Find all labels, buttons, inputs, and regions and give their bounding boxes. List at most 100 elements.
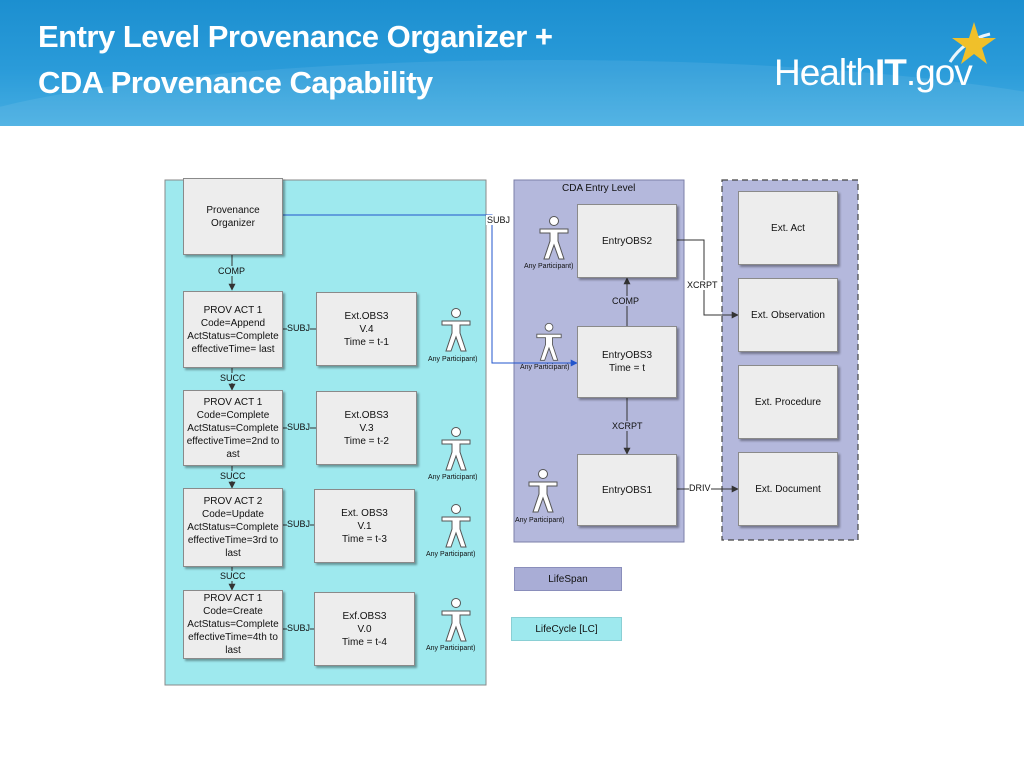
act-2-line-1: PROV ACT 1 bbox=[203, 396, 263, 408]
legend-lifecycle: LifeCycle [LC] bbox=[511, 617, 622, 641]
act-4-line-4: effectiveTime=4th to bbox=[188, 632, 278, 643]
participant-icon-3 bbox=[441, 504, 471, 548]
comp-label: COMP bbox=[218, 266, 245, 276]
succ-label-2: SUCC bbox=[220, 471, 246, 481]
legend-lifecycle-label: LifeCycle [LC] bbox=[535, 623, 598, 635]
logo-it: IT bbox=[874, 52, 907, 93]
middle-participant-label-1: Any Participant) bbox=[524, 263, 574, 270]
participant-label-2: Any Participant) bbox=[428, 474, 478, 481]
obs-2-line-1: Ext.OBS3 bbox=[344, 409, 389, 421]
act-3-line-2: Code=Update bbox=[202, 509, 264, 520]
healthit-logo: HealthIT.gov bbox=[774, 52, 973, 94]
act-4-line-5: last bbox=[225, 645, 241, 656]
organizer-line-1: Provenance bbox=[206, 204, 260, 216]
participant-icon-1 bbox=[441, 308, 471, 352]
slide-header: Entry Level Provenance Organizer + CDA P… bbox=[0, 0, 1024, 126]
entry-obs2-label: EntryOBS2 bbox=[601, 235, 653, 247]
ext-observation-label: Ext. Observation bbox=[751, 309, 825, 321]
obs-3-line-2: V.1 bbox=[357, 520, 372, 532]
entry-obs3-line-2: Time = t bbox=[608, 363, 646, 374]
driv-label: DRIV bbox=[689, 483, 711, 493]
act-3-line-5: last bbox=[225, 548, 241, 559]
obs-4-line-2: V.0 bbox=[357, 623, 372, 635]
entry-obs2-box: EntryOBS2 bbox=[577, 204, 677, 278]
ext-observation-box: Ext. Observation bbox=[738, 278, 838, 352]
logo-gov: .gov bbox=[905, 52, 973, 93]
cda-entry-level-title: CDA Entry Level bbox=[562, 183, 636, 194]
ext-document-box: Ext. Document bbox=[738, 452, 838, 526]
healthit-star-icon bbox=[948, 22, 996, 64]
act-3-line-4: effectiveTime=3rd to bbox=[187, 535, 279, 546]
participant-label-1: Any Participant) bbox=[428, 356, 478, 363]
subj-label-2: SUBJ bbox=[287, 422, 311, 432]
xcrpt-side-connector bbox=[677, 239, 739, 319]
ext-document-label: Ext. Document bbox=[755, 483, 821, 495]
act-3-line-3: ActStatus=Complete bbox=[187, 522, 279, 533]
obs-4-line-1: Exf.OBS3 bbox=[342, 610, 387, 622]
act-2-line-5: ast bbox=[226, 448, 240, 460]
subj-label-1: SUBJ bbox=[287, 323, 311, 333]
act-4-line-1: PROV ACT 1 bbox=[203, 593, 263, 604]
legend-lifespan: LifeSpan bbox=[514, 567, 622, 591]
middle-participant-icon-3 bbox=[528, 469, 558, 513]
obs-3-line-1: Ext. OBS3 bbox=[341, 507, 388, 519]
act-4-line-3: ActStatus=Complete bbox=[187, 619, 279, 630]
entry-obs1-box: EntryOBS1 bbox=[577, 454, 677, 526]
obs-3-line-3: Time = t-3 bbox=[342, 533, 387, 545]
participant-icon-4 bbox=[441, 598, 471, 642]
obs-4-line-3: Time = t-4 bbox=[342, 636, 387, 648]
xcrpt-side-label: XCRPT bbox=[687, 280, 718, 290]
subj-label-4: SUBJ bbox=[287, 623, 311, 633]
act-2-line-4: effectiveTime=2nd to bbox=[186, 435, 280, 447]
organizer-subj-connector bbox=[283, 214, 578, 367]
legend-lifespan-label: LifeSpan bbox=[548, 573, 588, 585]
act-2-line-2: Code=Complete bbox=[196, 409, 270, 421]
middle-participant-label-2: Any Participant) bbox=[520, 364, 570, 371]
participant-icon-2 bbox=[441, 427, 471, 471]
logo-health: Health bbox=[774, 52, 876, 93]
title-line-2: CDA Provenance Capability bbox=[38, 65, 433, 100]
middle-participant-label-3: Any Participant) bbox=[515, 517, 565, 524]
middle-participant-icon-2 bbox=[536, 322, 562, 361]
entry-obs3-line-1: EntryOBS3 bbox=[601, 350, 653, 361]
entry-obs1-label: EntryOBS1 bbox=[601, 484, 653, 496]
obs-2-line-3: Time = t-2 bbox=[344, 435, 389, 447]
act-1-line-3: ActStatus=Complete bbox=[187, 330, 279, 342]
ext-act-label: Ext. Act bbox=[771, 222, 805, 234]
succ-label-1: SUCC bbox=[220, 373, 246, 383]
ext-procedure-box: Ext. Procedure bbox=[738, 365, 838, 439]
middle-comp-label: COMP bbox=[612, 296, 639, 306]
obs-1-line-2: V.4 bbox=[359, 323, 374, 335]
ext-act-box: Ext. Act bbox=[738, 191, 838, 265]
obs-2-line-2: V.3 bbox=[359, 422, 374, 434]
participant-label-4: Any Participant) bbox=[426, 645, 476, 652]
organizer-line-2: Organizer bbox=[211, 217, 255, 229]
ext-procedure-label: Ext. Procedure bbox=[754, 396, 822, 408]
succ-label-3: SUCC bbox=[220, 571, 246, 581]
title-line-1: Entry Level Provenance Organizer + bbox=[38, 19, 553, 54]
act-3-line-1: PROV ACT 2 bbox=[203, 496, 263, 507]
obs-1-line-1: Ext.OBS3 bbox=[344, 310, 389, 322]
subj-label-3: SUBJ bbox=[287, 519, 311, 529]
participant-label-3: Any Participant) bbox=[426, 551, 476, 558]
act-1-line-4: effectiveTime= last bbox=[191, 343, 275, 355]
act-4-line-2: Code=Create bbox=[203, 606, 263, 617]
organizer-subj-label: SUBJ bbox=[486, 215, 512, 225]
act-1-line-1: PROV ACT 1 bbox=[203, 304, 263, 316]
middle-participant-icon-1 bbox=[539, 216, 569, 260]
act-2-line-3: ActStatus=Complete bbox=[187, 422, 279, 434]
middle-xcrpt-label: XCRPT bbox=[612, 421, 643, 431]
act-1-line-2: Code=Append bbox=[200, 317, 266, 329]
obs-1-line-3: Time = t-1 bbox=[344, 336, 389, 348]
